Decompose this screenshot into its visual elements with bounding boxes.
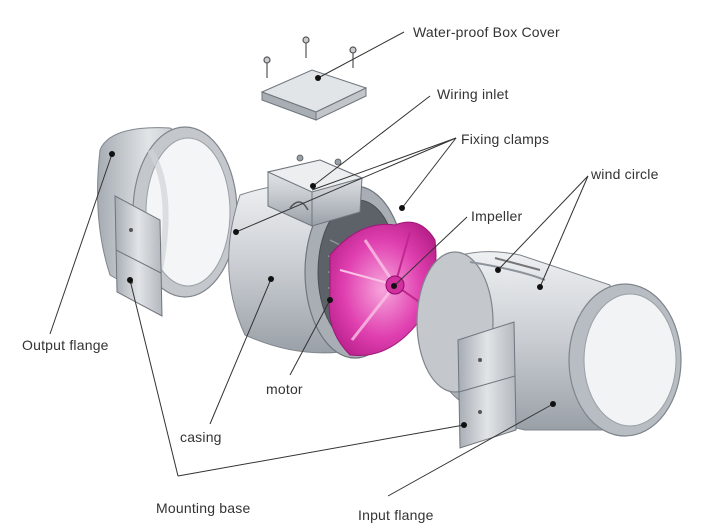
label-mounting-base: Mounting base xyxy=(156,500,251,516)
label-wind-circle: wind circle xyxy=(591,166,659,182)
label-box-cover: Water-proof Box Cover xyxy=(413,24,560,40)
leader-lines xyxy=(49,31,589,497)
label-wiring-inlet: Wiring inlet xyxy=(437,86,509,102)
label-impeller: Impeller xyxy=(471,208,523,224)
mounting-base-left-part xyxy=(114,195,163,317)
box-cover-part xyxy=(260,36,368,121)
mounting-base-right-part xyxy=(457,321,517,449)
input-flange-part xyxy=(416,251,682,437)
label-casing: casing xyxy=(180,429,222,445)
label-input-flange: Input flange xyxy=(358,507,434,523)
label-fixing-clamps: Fixing clamps xyxy=(461,131,550,147)
wiring-box-part xyxy=(266,154,364,227)
label-output-flange: Output flange xyxy=(22,337,109,353)
leader-dots xyxy=(109,75,556,428)
label-motor: motor xyxy=(266,381,303,397)
